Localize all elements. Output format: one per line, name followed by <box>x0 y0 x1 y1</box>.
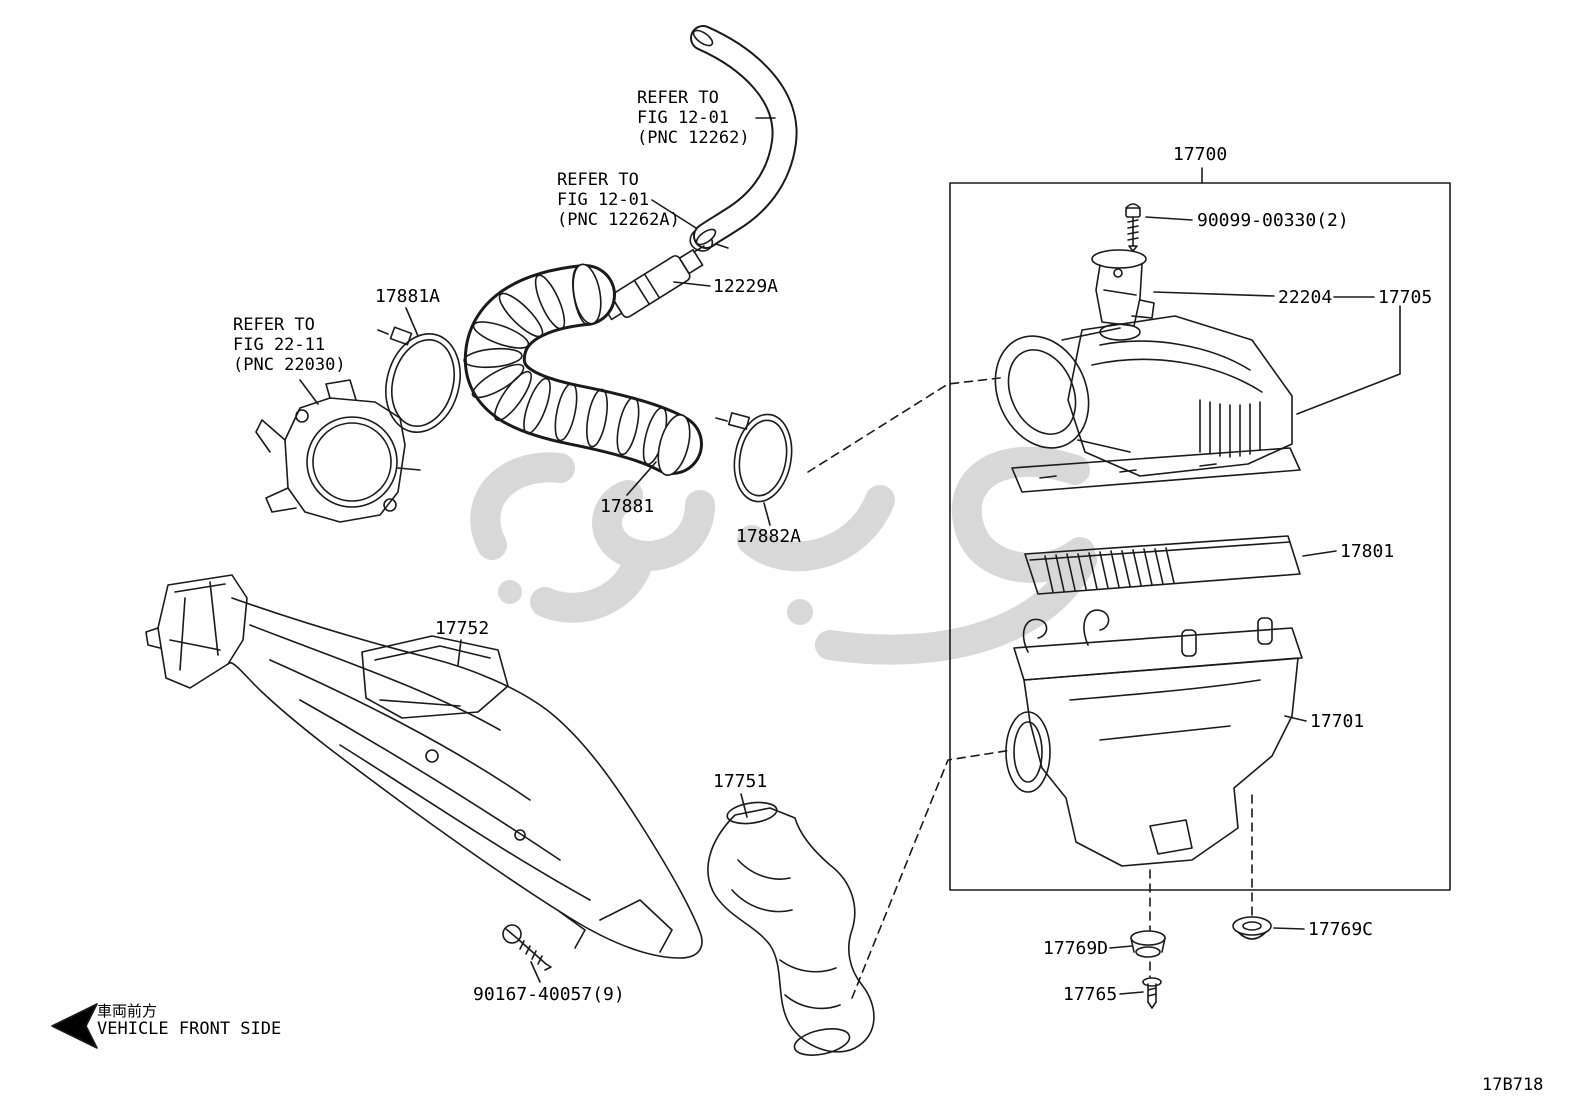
part-label-17765: 17765 <box>1063 984 1118 1005</box>
watermark <box>470 446 1097 665</box>
note-line: FIG 12-01 <box>557 190 650 210</box>
note-line: REFER TO <box>557 170 639 190</box>
part-label-90099-00330: 90099-00330(2) <box>1197 210 1349 231</box>
diagram-code: 17B718 <box>1482 1075 1544 1095</box>
breather-hose-drawing <box>689 25 798 253</box>
note-refer-fig12-01: REFER TO FIG 12-01 (PNC 12262) <box>637 88 750 148</box>
clamp-17881a-drawing <box>377 326 461 433</box>
vehicle-front-label-en: VEHICLE FRONT SIDE <box>97 1019 282 1039</box>
note-refer-fig22-11: REFER TO FIG 22-11 (PNC 22030) <box>233 315 346 375</box>
pin-17765-drawing <box>1142 977 1162 1009</box>
part-label-17701: 17701 <box>1310 711 1365 732</box>
air-cleaner-case-17701-drawing <box>1005 609 1303 867</box>
part-label-17751: 17751 <box>713 771 768 792</box>
note-refer-fig12-01a: REFER TO FIG 12-01 (PNC 12262A) <box>557 170 680 230</box>
air-inlet-17752-drawing <box>145 574 703 959</box>
part-label-17700: 17700 <box>1173 144 1228 165</box>
filter-element-17801-drawing <box>1024 535 1301 595</box>
note-line: (PNC 22030) <box>233 355 346 375</box>
air-duct-17751-drawing <box>707 801 875 1056</box>
bolt-90099-drawing <box>1125 203 1141 252</box>
maf-sensor-22204-drawing <box>1091 249 1155 327</box>
assembly-box-17700 <box>949 182 1451 891</box>
part-label-17801: 17801 <box>1340 541 1395 562</box>
note-line: FIG 12-01 <box>637 108 730 128</box>
clamp-17882a-drawing <box>715 412 793 503</box>
leader-lines <box>299 117 1401 995</box>
part-label-17752: 17752 <box>435 618 490 639</box>
note-line: (PNC 12262A) <box>557 210 680 230</box>
note-line: REFER TO <box>233 315 315 335</box>
part-label-12229a: 12229A <box>713 276 779 297</box>
part-label-90167-40057: 90167-40057(9) <box>473 984 625 1005</box>
throttle-body-drawing <box>255 379 421 523</box>
part-label-22204: 22204 <box>1278 287 1333 308</box>
vehicle-front-arrow <box>51 1003 98 1049</box>
note-line: REFER TO <box>637 88 719 108</box>
note-line: FIG 22-11 <box>233 335 326 355</box>
air-cleaner-cap-17705-drawing <box>994 315 1301 493</box>
part-label-17769c: 17769C <box>1308 919 1374 940</box>
dashed-reference-lines <box>807 377 1253 999</box>
part-label-17769d: 17769D <box>1043 938 1109 959</box>
connector-12229a-drawing <box>603 248 704 321</box>
grommet-17769d-drawing <box>1130 930 1166 958</box>
part-label-17882a: 17882A <box>736 526 802 547</box>
grommet-17769c-drawing <box>1232 916 1272 940</box>
part-label-17705: 17705 <box>1378 287 1433 308</box>
vehicle-front-label-jp: 車両前方 <box>97 1002 158 1020</box>
part-label-17881: 17881 <box>600 496 655 517</box>
part-label-17881a: 17881A <box>375 286 441 307</box>
screw-90167-drawing <box>502 924 552 971</box>
note-line: (PNC 12262) <box>637 128 750 148</box>
air-hose-17881-drawing <box>463 263 703 476</box>
